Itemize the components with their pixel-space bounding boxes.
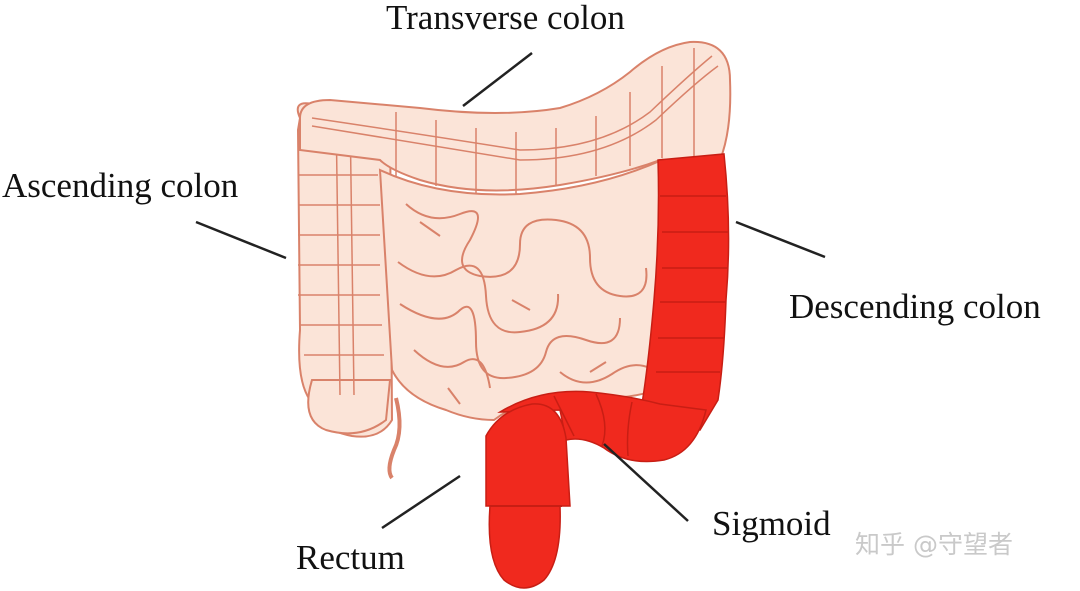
descending-colon-label: Descending colon [789,287,1041,326]
transverse-leader-line [462,52,533,107]
descending-colon [639,153,730,431]
rectum-body [485,403,571,507]
transverse-colon-label: Transverse colon [386,0,625,37]
transverse-colon [299,40,732,194]
ascending-leader-line [195,220,287,260]
ascending-colon [296,102,402,480]
ascending-colon-label: Ascending colon [2,166,239,205]
cecum [307,379,392,435]
ascending-colon-body [296,102,394,438]
descending-leader-line [735,220,826,259]
watermark: 知乎 @守望者 [855,530,1013,559]
anal-canal [488,505,561,589]
rectum-label: Rectum [296,538,405,577]
rectum-leader-line [381,474,461,530]
leader-lines [195,52,826,530]
sigmoid-label: Sigmoid [712,504,831,543]
descending-colon-body [639,153,730,431]
rectum [485,403,571,589]
small-intestine [378,158,663,422]
sigmoid-leader-line [603,443,689,522]
transverse-colon-body [299,40,732,192]
small-intestine-mass [378,158,663,422]
appendix [387,397,402,480]
